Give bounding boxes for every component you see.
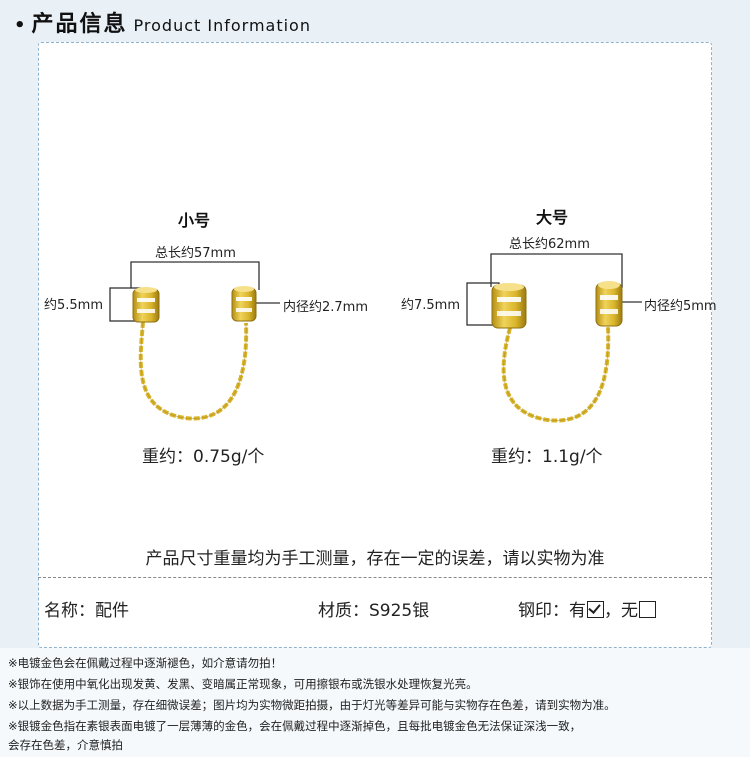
small-total-length: 总长约57mm xyxy=(155,246,236,261)
small-size-title: 小号 xyxy=(178,211,211,230)
spec-stamp-sep: ， xyxy=(604,601,621,621)
footer-note: ※银镀金色指在素银表面电镀了一层薄薄的金色，会在佩戴过程中逐渐掉色，且每批电镀金… xyxy=(8,719,582,733)
small-height-label: 约5.5mm xyxy=(44,298,104,313)
spec-material-label: 材质： xyxy=(318,601,369,621)
spec-name-value: 配件 xyxy=(95,601,129,621)
small-chain xyxy=(138,321,249,421)
large-height-label: 约7.5mm xyxy=(401,298,461,313)
divider xyxy=(38,577,712,578)
checked-box-icon xyxy=(587,601,604,618)
large-total-length: 总长约62mm xyxy=(509,237,590,252)
empty-box-icon xyxy=(639,601,656,618)
small-left-bead xyxy=(132,287,160,323)
footer-notes: ※电镀金色会在佩戴过程中逐渐褪色，如介意请勿拍！ ※银饰在使用中氧化出现发黄、发… xyxy=(0,648,750,757)
spec-material: 材质：S925银 xyxy=(318,596,429,621)
spec-name: 名称：配件 xyxy=(44,596,129,621)
large-left-bead xyxy=(491,283,527,329)
spec-stamp-yes: 有 xyxy=(569,601,586,621)
footer-note: ※银饰在使用中氧化出现发黄、发黑、变暗属正常现象，可用擦银布或洗银水处理恢复光亮… xyxy=(8,677,478,691)
large-size-title: 大号 xyxy=(536,208,569,227)
large-right-bead xyxy=(595,281,623,327)
large-length-bracket xyxy=(490,253,623,288)
spec-stamp-label: 钢印： xyxy=(518,601,569,621)
large-inner-diameter: 内径约5mm xyxy=(644,299,717,314)
section-title-cn: 产品信息 xyxy=(31,12,128,37)
spec-stamp: 钢印：有 ，无 xyxy=(518,596,656,621)
spec-name-label: 名称： xyxy=(44,601,95,621)
product-info-panel xyxy=(38,42,712,648)
spec-stamp-no: 无 xyxy=(621,601,638,621)
footer-note: 会存在色差，介意慎拍 xyxy=(8,738,123,752)
small-right-bead xyxy=(231,286,257,322)
large-chain xyxy=(501,326,611,423)
section-title-en: Product Information xyxy=(133,16,311,35)
spec-material-value: S925银 xyxy=(369,601,430,621)
small-length-bracket xyxy=(130,261,260,290)
bullet-icon: • xyxy=(14,15,26,36)
small-inner-diameter: 内径约2.7mm xyxy=(283,300,369,315)
large-weight: 重约：1.1g/个 xyxy=(491,447,603,467)
section-header: • 产品信息 Product Information xyxy=(14,6,311,38)
footer-note: ※以上数据为手工测量，存在细微误差；图片均为实物微距拍摄，由于灯光等差异可能与实… xyxy=(8,698,616,712)
small-weight: 重约：0.75g/个 xyxy=(142,447,265,467)
measurement-disclaimer: 产品尺寸重量均为手工测量，存在一定的误差，请以实物为准 xyxy=(145,549,605,569)
footer-note: ※电镀金色会在佩戴过程中逐渐褪色，如介意请勿拍！ xyxy=(8,656,283,670)
